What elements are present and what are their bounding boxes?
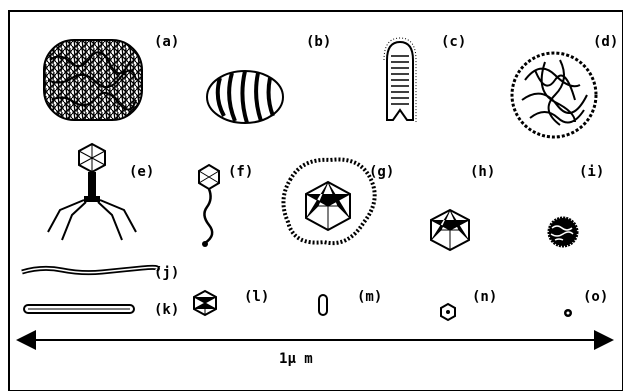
label-h: (h): [470, 165, 495, 179]
label-c: (c): [441, 35, 466, 49]
virus-c-shape: [384, 38, 416, 122]
label-f: (f): [228, 165, 253, 179]
label-o: (o): [583, 290, 608, 304]
virus-g-shape: [283, 159, 374, 243]
label-k: (k): [154, 303, 179, 317]
virus-d-shape: [512, 53, 596, 137]
virus-j-shape: [22, 267, 157, 272]
label-d: (d): [593, 35, 618, 49]
label-m: (m): [357, 290, 382, 304]
virus-h-shape: [431, 210, 469, 250]
virus-m-shape: [319, 295, 327, 315]
virus-o-shape: [564, 309, 572, 317]
virus-f-shape: [199, 165, 219, 247]
label-i: (i): [579, 165, 604, 179]
virus-i-shape: [549, 218, 577, 246]
scale-label: 1μ m: [279, 352, 313, 366]
virus-b-shape: [207, 71, 283, 123]
virus-k-shape: [24, 305, 134, 313]
label-n: (n): [472, 290, 497, 304]
virus-l-shape: [194, 291, 216, 315]
virus-e-shape: [48, 144, 136, 240]
label-e: (e): [129, 165, 154, 179]
label-b: (b): [306, 35, 331, 49]
label-g: (g): [369, 165, 394, 179]
scale-unit: μ m: [287, 351, 312, 367]
label-a: (a): [154, 35, 179, 49]
virus-a-shape: [44, 40, 142, 120]
virus-n-shape: [441, 304, 455, 320]
label-l: (l): [244, 290, 269, 304]
label-j: (j): [154, 266, 179, 280]
